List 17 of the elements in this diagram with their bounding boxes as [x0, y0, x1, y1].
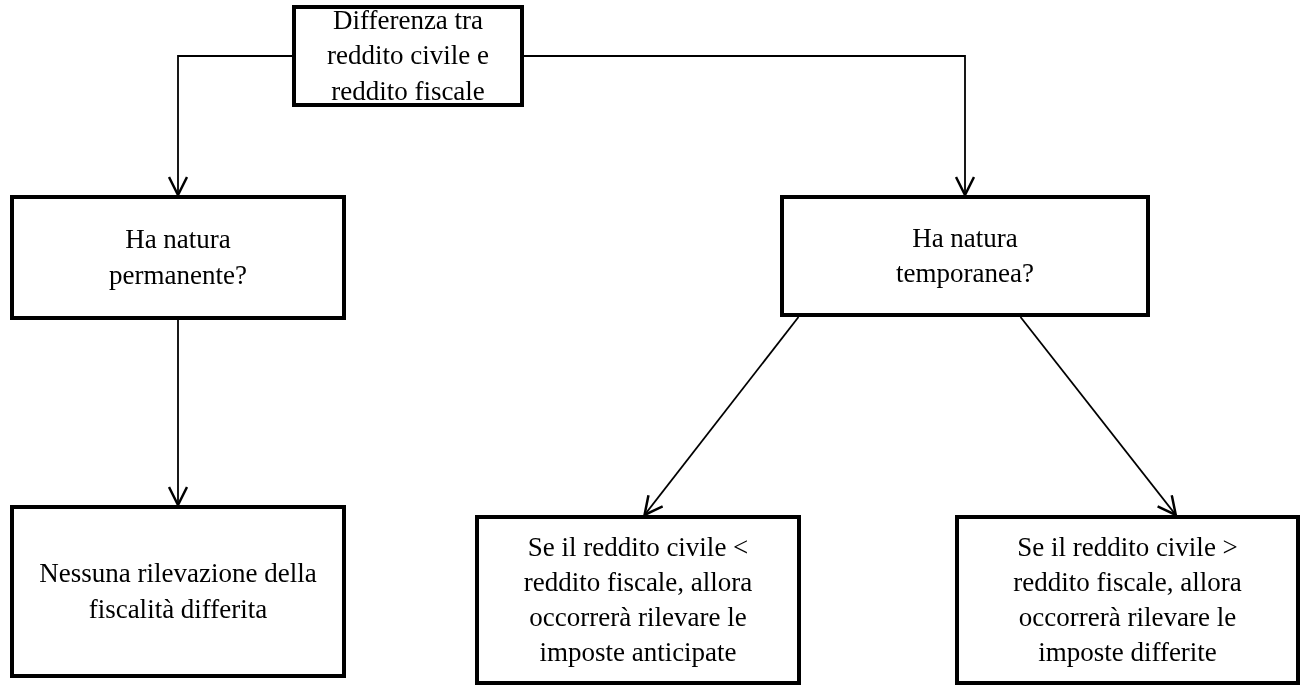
box-text: Ha natura permanente? [108, 223, 248, 292]
arrow [1019, 316, 1178, 517]
arrow [167, 319, 189, 507]
box-text: Se il reddito civile < reddito fiscale, allora occorrerà rilevare le imposte anticipate [522, 530, 754, 670]
box-text: Nessuna rilevazione della fiscalità differita [38, 557, 318, 626]
arrow [643, 316, 800, 517]
box-text: Se il reddito civile > reddito fiscale, allora occorrerà rilevare le imposte differite [1012, 530, 1243, 670]
arrow [167, 55, 293, 197]
box-text: Differenza tra reddito civile e reddito fiscale [326, 4, 490, 108]
box-text: Ha natura temporanea? [895, 221, 1035, 290]
process-box [955, 515, 1300, 685]
process-box [475, 515, 801, 685]
process-box [780, 195, 1150, 317]
process-box [10, 195, 346, 320]
process-box [10, 505, 346, 678]
process-box [292, 5, 524, 107]
arrow [523, 55, 976, 197]
